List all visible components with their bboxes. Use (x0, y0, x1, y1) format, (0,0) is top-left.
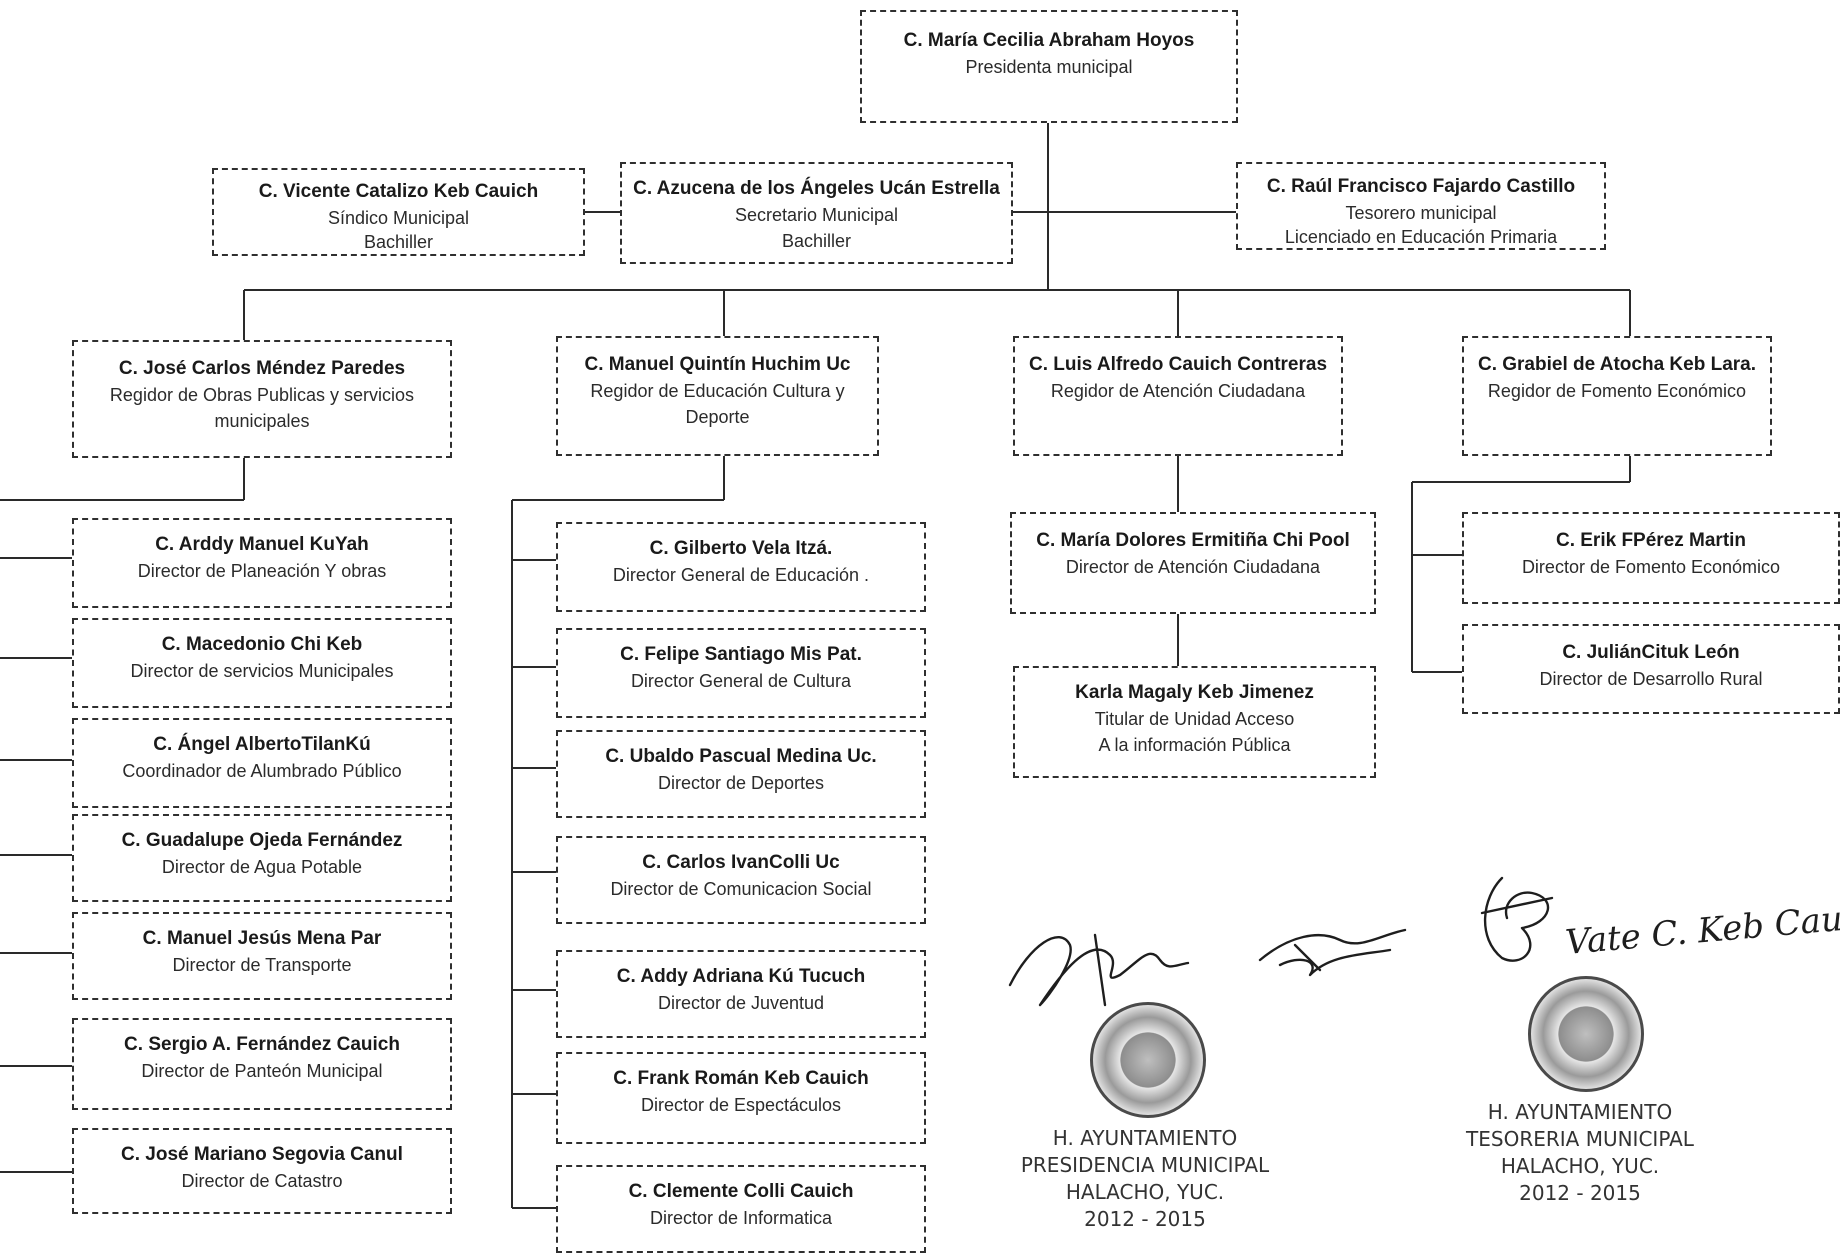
sindico-name: C. Vicente Catalizo Keb Cauich (258, 181, 539, 202)
unit-role: Director General de Educación . (612, 565, 870, 585)
unit-role: Director de Agua Potable (161, 857, 363, 877)
unit-name: C. Manuel Jesús Mena Par (142, 928, 382, 949)
regidor-fomento-role: Regidor de Fomento Económico (1487, 381, 1747, 401)
unit-planeacion-box: C. Arddy Manuel KuYah Director de Planea… (72, 518, 452, 608)
unit-fomento-box: C. Erik FPérez Martin Director de Foment… (1462, 512, 1840, 604)
unit-name: C. Addy Adriana Kú Tucuch (616, 966, 866, 987)
unit-role: Coordinador de Alumbrado Público (122, 761, 402, 781)
unit-desarrollo-rural-box: C. JuliánCituk León Director de Desarrol… (1462, 624, 1840, 714)
unit-acceso-info-box: Karla Magaly Keb Jimenez Titular de Unid… (1013, 666, 1376, 778)
unit-role: Director de Catastro (181, 1171, 343, 1191)
seal-tesoreria-text: H. AYUNTAMIENTO TESORERIA MUNICIPAL HALA… (1466, 1100, 1694, 1205)
unit-name: C. José Mariano Segovia Canul (121, 1144, 403, 1165)
unit-role-line2: A la información Pública (1098, 735, 1291, 755)
regidor-fomento-box: C. Grabiel de Atocha Keb Lara. Regidor d… (1462, 336, 1772, 456)
unit-name: C. Clemente Colli Cauich (628, 1181, 854, 1202)
regidor-educacion-role: Regidor de Educación Cultura y Deporte (590, 381, 845, 427)
unit-espectaculos-box: C. Frank Román Keb Cauich Director de Es… (556, 1052, 926, 1144)
unit-name: C. Macedonio Chi Keb (161, 634, 363, 655)
secretario-name: C. Azucena de los Ángeles Ucán Estrella (633, 178, 1000, 199)
unit-name: C. Sergio A. Fernández Cauich (124, 1034, 400, 1055)
president-role: Presidenta municipal (965, 57, 1133, 77)
unit-role: Titular de Unidad Acceso (1094, 709, 1295, 729)
sindico-education: Bachiller (363, 232, 434, 252)
signature-secretario (1258, 928, 1407, 977)
unit-name: C. Arddy Manuel KuYah (155, 534, 369, 555)
unit-role: Director de Deportes (657, 773, 825, 793)
unit-role: Director General de Cultura (630, 671, 852, 691)
unit-name: C. Frank Román Keb Cauich (613, 1068, 869, 1089)
unit-role: Director de Fomento Económico (1521, 557, 1781, 577)
unit-transporte-box: C. Manuel Jesús Mena Par Director de Tra… (72, 912, 452, 1000)
unit-role: Director de Comunicacion Social (610, 879, 872, 899)
sindico-box: C. Vicente Catalizo Keb Cauich Síndico M… (212, 168, 585, 256)
unit-name: C. Carlos IvanColli Uc (642, 852, 840, 873)
seal-presidencia-emblem (1090, 1002, 1206, 1118)
seal-tesoreria-emblem (1528, 976, 1644, 1092)
unit-role: Director de Espectáculos (640, 1095, 842, 1115)
tesorero-box: C. Raúl Francisco Fajardo Castillo Tesor… (1236, 162, 1606, 250)
unit-name: C. Gilberto Vela Itzá. (649, 538, 833, 559)
sindico-role: Síndico Municipal (327, 208, 470, 228)
president-box: C. María Cecilia Abraham Hoyos President… (860, 10, 1238, 123)
unit-role: Director de Desarrollo Rural (1539, 669, 1763, 689)
tesorero-education: Licenciado en Educación Primaria (1284, 227, 1558, 247)
unit-role: Director de Panteón Municipal (141, 1061, 383, 1081)
unit-cultura-box: C. Felipe Santiago Mis Pat. Director Gen… (556, 628, 926, 718)
unit-role: Director de servicios Municipales (130, 661, 394, 681)
unit-name: C. JuliánCituk León (1562, 642, 1740, 663)
unit-educacion-box: C. Gilberto Vela Itzá. Director General … (556, 522, 926, 612)
unit-name: C. Ubaldo Pascual Medina Uc. (605, 746, 877, 767)
regidor-atencion-role: Regidor de Atención Ciudadana (1050, 381, 1306, 401)
unit-deportes-box: C. Ubaldo Pascual Medina Uc. Director de… (556, 730, 926, 818)
unit-role: Director de Juventud (657, 993, 825, 1013)
regidor-obras-role: Regidor de Obras Publicas y servicios mu… (109, 385, 415, 431)
unit-name: C. Ángel AlbertoTilanKú (153, 734, 371, 755)
secretario-education: Bachiller (781, 231, 852, 251)
seal-presidencia-text: H. AYUNTAMIENTO PRESIDENCIA MUNICIPAL HA… (1020, 1126, 1270, 1231)
unit-name: C. Erik FPérez Martin (1555, 530, 1747, 551)
unit-role: Director de Planeación Y obras (137, 561, 387, 581)
unit-catastro-box: C. José Mariano Segovia Canul Director d… (72, 1128, 452, 1214)
unit-name: C. Guadalupe Ojeda Fernández (121, 830, 403, 851)
unit-name: C. María Dolores Ermitiña Chi Pool (1036, 530, 1350, 551)
unit-name: Karla Magaly Keb Jimenez (1075, 682, 1314, 703)
unit-role: Director de Transporte (172, 955, 352, 975)
unit-informatica-box: C. Clemente Colli Cauich Director de Inf… (556, 1165, 926, 1253)
regidor-fomento-name: C. Grabiel de Atocha Keb Lara. (1477, 354, 1757, 375)
unit-panteon-box: C. Sergio A. Fernández Cauich Director d… (72, 1018, 452, 1110)
regidor-educacion-name: C. Manuel Quintín Huchim Uc (584, 354, 851, 375)
unit-role: Director de Informatica (649, 1208, 833, 1228)
regidor-obras-box: C. José Carlos Méndez Paredes Regidor de… (72, 340, 452, 458)
unit-atencion-box: C. María Dolores Ermitiña Chi Pool Direc… (1010, 512, 1376, 614)
tesorero-role: Tesorero municipal (1345, 203, 1497, 223)
regidor-obras-name: C. José Carlos Méndez Paredes (118, 358, 406, 379)
secretario-role: Secretario Municipal (734, 205, 899, 225)
regidor-atencion-name: C. Luis Alfredo Cauich Contreras (1028, 354, 1328, 375)
secretario-box: C. Azucena de los Ángeles Ucán Estrella … (620, 162, 1013, 264)
unit-servicios-box: C. Macedonio Chi Keb Director de servici… (72, 618, 452, 708)
regidor-educacion-box: C. Manuel Quintín Huchim Uc Regidor de E… (556, 336, 879, 456)
unit-alumbrado-box: C. Ángel AlbertoTilanKú Coordinador de A… (72, 718, 452, 808)
signature-president (1008, 933, 1190, 1007)
unit-agua-box: C. Guadalupe Ojeda Fernández Director de… (72, 814, 452, 902)
signature-tesorero (1480, 876, 1554, 962)
regidor-atencion-box: C. Luis Alfredo Cauich Contreras Regidor… (1013, 336, 1343, 456)
unit-comunicacion-box: C. Carlos IvanColli Uc Director de Comun… (556, 836, 926, 924)
unit-juventud-box: C. Addy Adriana Kú Tucuch Director de Ju… (556, 950, 926, 1038)
unit-name: C. Felipe Santiago Mis Pat. (620, 644, 862, 665)
president-name: C. María Cecilia Abraham Hoyos (903, 30, 1195, 51)
unit-role: Director de Atención Ciudadana (1065, 557, 1321, 577)
tesorero-name: C. Raúl Francisco Fajardo Castillo (1266, 176, 1576, 197)
